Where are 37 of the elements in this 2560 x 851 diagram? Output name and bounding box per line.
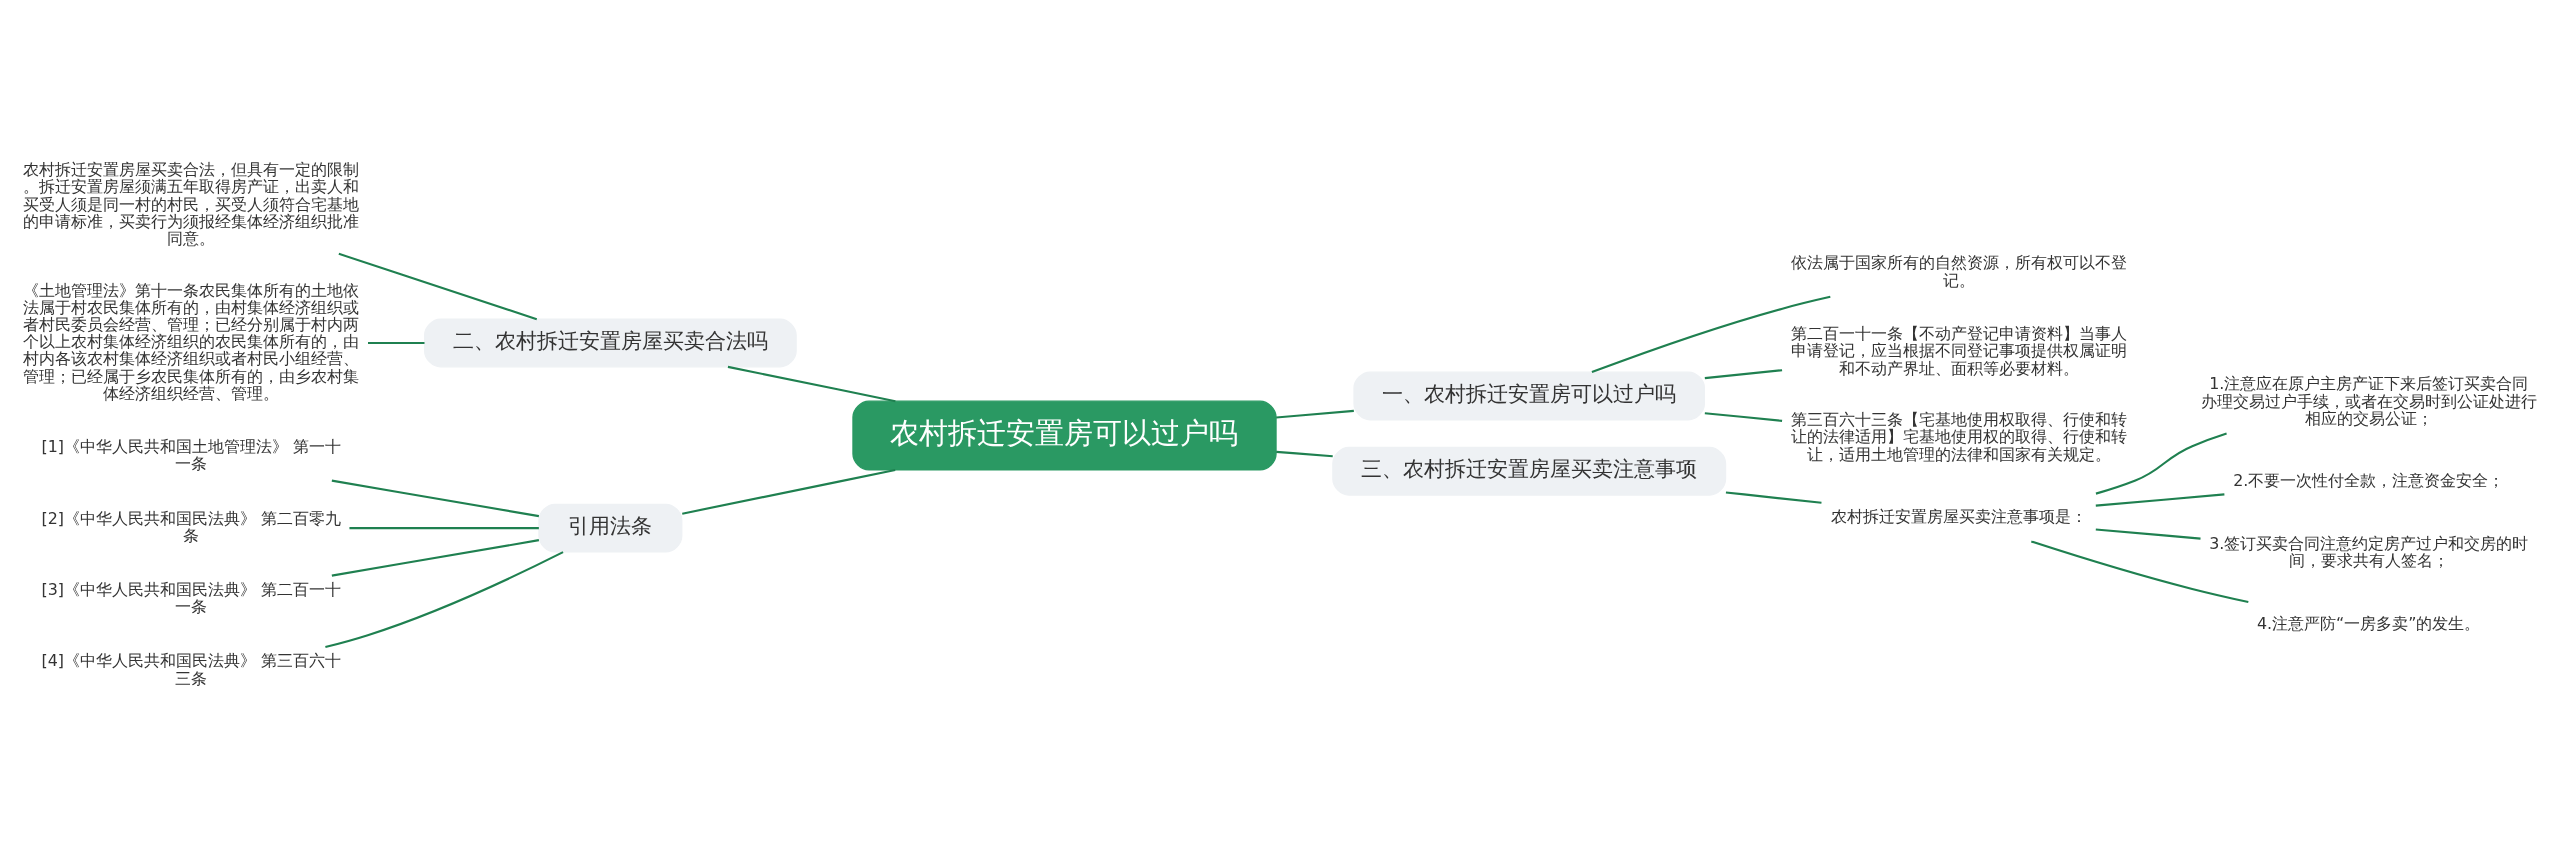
connector (727, 365, 896, 402)
connector (349, 526, 539, 529)
connector (325, 550, 564, 648)
connector (1591, 295, 1831, 373)
node-text: 依法属于国家所有的自然资源，所有权可以不登记。 (1790, 252, 2127, 290)
connector (682, 468, 896, 515)
connector (1725, 490, 1822, 504)
node-text: [2]《中华人民共和国民法典》 第二百零九条 (41, 508, 342, 545)
node-box: 三、农村拆迁安置房屋买卖注意事项 (1332, 446, 1727, 496)
node-text: 4.注意严防“一房多卖”的发生。 (2256, 613, 2481, 633)
connector (2030, 539, 2249, 603)
node-text: 1.注意应在原户主房产证下来后签订买卖合同办理交易过户手续，或者在交易时到公证处进行相应的交易公证； (2200, 373, 2537, 428)
node-text: [1]《中华人民共和国土地管理法》 第一十一条 (41, 436, 342, 473)
node-text: 《土地管理法》第十一条农民集体所有的土地依法属于村农民集体所有的，由村集体经济组织或者村民委员会经营、管理；已经分别属于村内两个以上农村集体经济组织的农民集体所有的，由村内各该农村集体经济组织或者村民小组经营、管理；已经属于乡农民集体所有的，由乡农村集体经济组织经营、管理。 (23, 280, 360, 403)
connector (331, 479, 540, 517)
node-text: 农村拆迁安置房屋买卖合法，但具有一定的限制。拆迁安置房屋须满五年取得房产证，出卖人和买受人须是同一村的村民，买受人须符合宅基地的申请标准，买卖行为须报经集体经济组织批准同意。 (23, 159, 360, 248)
node-text: 第二百一十一条【不动产登记申请资料】当事人申请登记，应当根据不同登记事项提供权属证明和不动产界址、面积等必要材料。 (1790, 323, 2127, 378)
node-text: [3]《中华人民共和国民法典》 第二百一十一条 (41, 579, 342, 616)
connector (331, 538, 540, 577)
connector (1276, 409, 1354, 419)
node-text: 3.签订买卖合同注意约定房产过户和交房的时间，要求共有人签名； (2209, 533, 2529, 570)
node-text: 第三百六十三条【宅基地使用权取得、行使和转让的法律适用】宅基地使用权的取得、行使和转让，适用土地管理的法律和国家有关规定。 (1790, 409, 2127, 464)
connector (1704, 411, 1783, 422)
connector (1276, 450, 1333, 457)
connector (2095, 492, 2225, 507)
connector (1704, 368, 1783, 379)
connector (2095, 432, 2227, 495)
node-box: 一、农村拆迁安置房可以过户吗 (1353, 370, 1706, 420)
node-box: 二、农村拆迁安置房屋买卖合法吗 (423, 318, 797, 367)
connector (338, 252, 538, 320)
node-text: 农村拆迁安置房屋买卖注意事项是： (1830, 506, 2087, 526)
node-box: 引用法条 (538, 503, 683, 553)
node-text: [4]《中华人民共和国民法典》 第三百六十三条 (41, 650, 342, 688)
node-box: 农村拆迁安置房可以过户吗 (852, 400, 1277, 471)
node-text: 2.不要一次性付全款，注意资金安全； (2233, 470, 2505, 490)
connector (2095, 527, 2201, 540)
connector (368, 341, 425, 344)
